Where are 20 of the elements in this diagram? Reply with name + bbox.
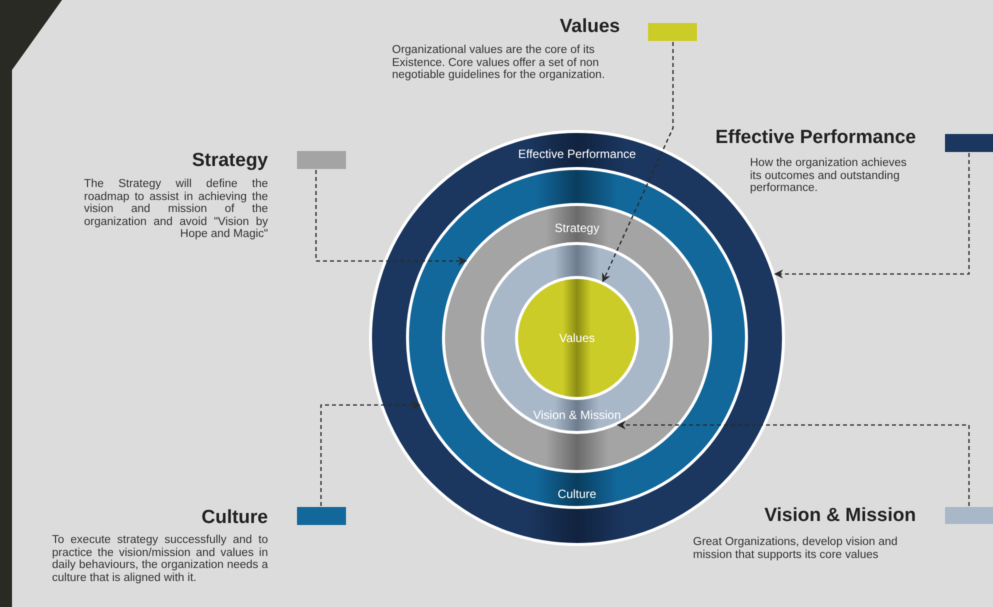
ring-label: Values (559, 331, 595, 345)
dashed-arrow (315, 170, 467, 266)
description: How the organization achieves its outcomes and outstanding performance. (750, 157, 908, 194)
heading: Strategy (192, 150, 268, 172)
dashed-arrow (602, 42, 674, 282)
description: The Strategy will define the roadmap to assist in achieving the vision and mission of the organization and avoid "Vision by Hope and Magic" (84, 178, 268, 240)
description: Organizational values are the core of its Existence. Core values offer a set of non negotiable guidelines for the organization. (392, 44, 606, 82)
ring-label: Strategy (554, 221, 600, 235)
dashed-arrow (616, 420, 970, 506)
heading: Effective Performance (715, 127, 916, 149)
description: Great Organizations, develop vision and mission that supports its core values (693, 536, 899, 561)
heading: Vision & Mission (764, 505, 916, 527)
heading: Values (560, 16, 620, 38)
heading: Culture (202, 507, 268, 529)
dashed-arrow (774, 153, 970, 278)
description: To execute strategy successfully and to practice the vision/mission and values in daily behaviours, the organization needs a culture that is aligned with it. (52, 534, 268, 584)
ring-label: Culture (558, 487, 596, 501)
dashed-arrow (320, 400, 421, 506)
ring-label: Effective Performance (518, 147, 636, 161)
ring-label: Vision & Mission (533, 408, 621, 422)
